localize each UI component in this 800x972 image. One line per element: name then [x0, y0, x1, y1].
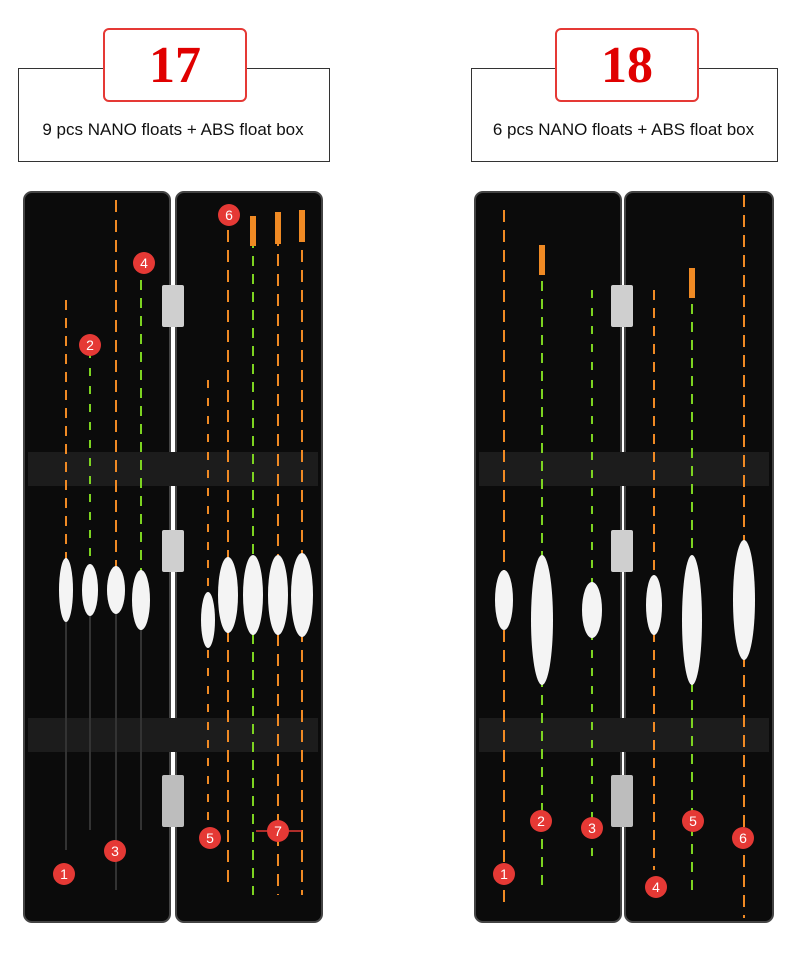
float-3 — [582, 290, 602, 860]
float-9 — [291, 210, 313, 895]
marker-6: 6 — [218, 204, 240, 226]
marker-6: 6 — [732, 827, 754, 849]
float-6 — [733, 195, 755, 918]
product-18-panel: 18 6 pcs NANO floats + ABS float box — [400, 0, 800, 972]
float-8 — [268, 212, 288, 895]
svg-text:1: 1 — [60, 866, 68, 882]
marker-4: 4 — [645, 876, 667, 898]
marker-1: 1 — [53, 863, 75, 885]
float-1 — [495, 210, 513, 905]
float-7 — [243, 216, 263, 895]
float-2 — [82, 350, 98, 830]
float-5 — [201, 380, 215, 820]
svg-text:5: 5 — [206, 830, 214, 846]
marker-3: 3 — [104, 840, 126, 862]
svg-text:4: 4 — [652, 879, 660, 895]
marker-7: 7 — [256, 820, 302, 842]
svg-text:4: 4 — [140, 255, 148, 271]
float-4 — [646, 290, 662, 870]
marker-5: 5 — [199, 827, 221, 849]
marker-2: 2 — [530, 810, 552, 832]
marker-2: 2 — [79, 334, 101, 356]
svg-text:1: 1 — [500, 866, 508, 882]
float-2 — [531, 245, 553, 890]
svg-text:3: 3 — [111, 843, 119, 859]
svg-text:2: 2 — [537, 813, 545, 829]
float-6 — [218, 230, 238, 890]
svg-text:5: 5 — [689, 813, 697, 829]
product-18-caption: 6 pcs NANO floats + ABS float box — [492, 120, 755, 139]
product-17-number: 17 — [103, 28, 247, 102]
float-5 — [682, 268, 702, 890]
float-1 — [59, 300, 73, 850]
product-17-panel: 17 9 pcs NANO floats + ABS float box — [18, 28, 330, 923]
svg-text:3: 3 — [588, 820, 596, 836]
marker-1: 1 — [493, 863, 515, 885]
svg-text:2: 2 — [86, 337, 94, 353]
product-17-float-box-image: 1 2 3 4 5 6 7 — [23, 191, 323, 923]
svg-text:6: 6 — [225, 207, 233, 223]
product-18-number: 18 — [555, 28, 699, 102]
product-18-float-box-image: 1 2 3 4 5 6 — [474, 191, 774, 923]
marker-3: 3 — [581, 817, 603, 839]
float-4 — [132, 280, 150, 830]
product-17-caption: 9 pcs NANO floats + ABS float box — [42, 120, 304, 139]
marker-4: 4 — [133, 252, 155, 274]
svg-text:7: 7 — [274, 823, 282, 839]
marker-5: 5 — [682, 810, 704, 832]
svg-text:6: 6 — [739, 830, 747, 846]
